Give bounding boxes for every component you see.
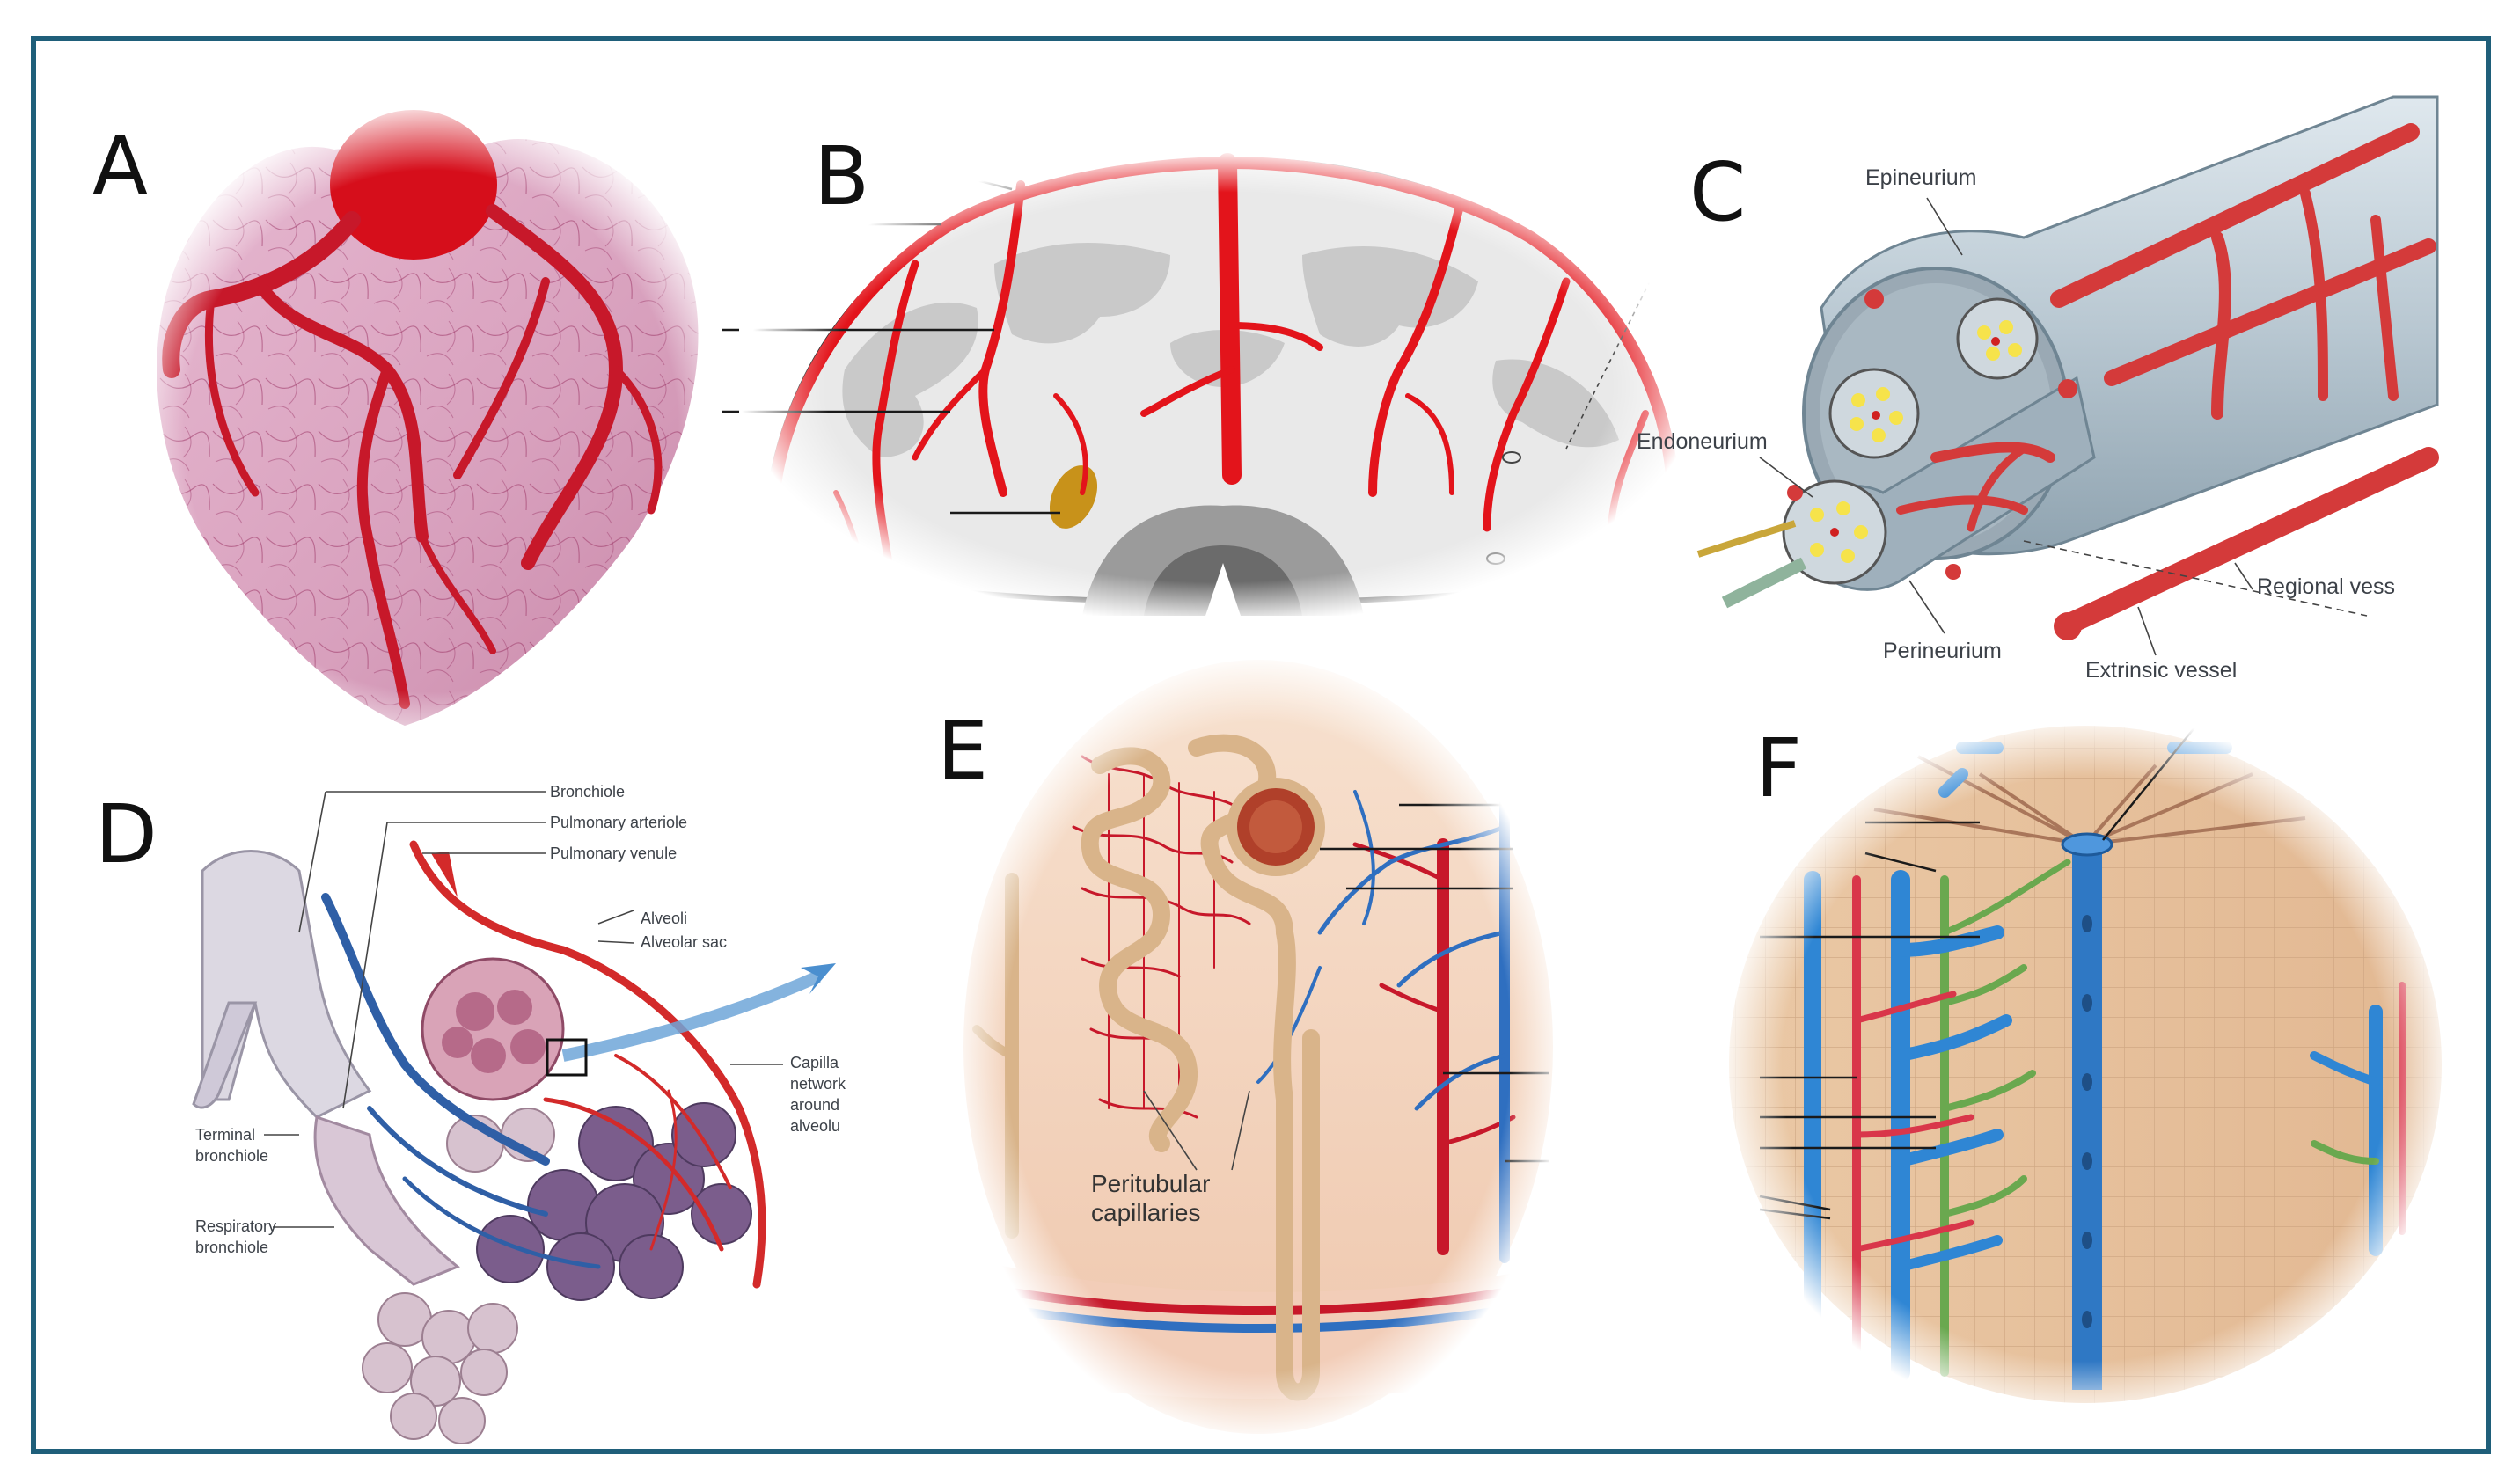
panel-d-lung: Bronchiole Pulmonary arteriole Pulmonary… — [95, 783, 846, 1444]
pulmonary-venule — [321, 893, 601, 1269]
bronchiole-label: Bronchiole — [550, 783, 625, 800]
respiratory-bronchiole — [313, 1115, 460, 1286]
alveoli-label: Alveoli — [641, 910, 687, 927]
terminal-bronchiole-label-1: Terminal — [195, 1126, 255, 1144]
terminal-bronchiole-label-2: bronchiole — [195, 1147, 268, 1165]
bronchiole-tube — [201, 850, 372, 1119]
nerve-vessels — [1896, 123, 2439, 635]
respiratory-bronchiole-label-1: Respiratory — [195, 1217, 276, 1235]
panel-letter-e: E — [937, 704, 988, 798]
panel-letter-d: D — [95, 787, 158, 881]
panel-c-leaders — [1759, 197, 2368, 656]
peritubular-label-1: Peritubular — [1091, 1170, 1210, 1197]
capillary-label-1: Capilla — [790, 1054, 839, 1071]
alveolar-sac-label: Alveolar sac — [641, 933, 727, 951]
alveoli-cluster-pink — [362, 1108, 555, 1444]
capillary-label-3: around — [790, 1096, 839, 1114]
flow-arrow — [561, 970, 821, 1062]
panel-c-nerve: Epineurium Endoneurium Perineurium Regio… — [1637, 95, 2439, 683]
panel-f-liver: F — [1716, 713, 2455, 1425]
respiratory-bronchiole-label-2: bronchiole — [195, 1239, 268, 1256]
capillary-label-2: network — [790, 1075, 846, 1093]
alveolar-sac-cluster — [421, 957, 565, 1101]
fascicle — [1782, 479, 1887, 585]
detail-box — [546, 1038, 588, 1077]
capillary-label-4: alveolu — [790, 1117, 840, 1135]
endoneurium-label: Endoneurium — [1637, 429, 1768, 454]
pulmonary-arteriole — [409, 840, 766, 1289]
peritubular-label-2: capillaries — [1091, 1199, 1201, 1226]
panel-letter-b: B — [814, 129, 869, 223]
panel-e-nephron: Peritubular capillaries E — [937, 651, 1566, 1443]
panel-d-leaders — [264, 791, 783, 1228]
panel-a-heart: A — [92, 97, 748, 765]
fascicle — [1828, 368, 1920, 459]
panel-b-brain: B — [722, 129, 1698, 625]
fascicle — [1956, 297, 2039, 380]
panel-letter-a: A — [92, 119, 148, 213]
panel-letter-f: F — [1755, 721, 1802, 815]
panel-letter-c: C — [1689, 145, 1746, 239]
regional-vessel-label: Regional vess — [2257, 574, 2395, 599]
alveoli-cluster-purple — [476, 1102, 752, 1301]
epineurium-label: Epineurium — [1865, 165, 1976, 190]
pulmonary-venule-label: Pulmonary venule — [550, 844, 677, 862]
pulmonary-arteriole-label: Pulmonary arteriole — [550, 814, 687, 831]
perineurium-label: Perineurium — [1883, 639, 2002, 663]
vessel-ends — [1787, 289, 2082, 640]
extrinsic-vessel-label: Extrinsic vessel — [2085, 658, 2237, 683]
